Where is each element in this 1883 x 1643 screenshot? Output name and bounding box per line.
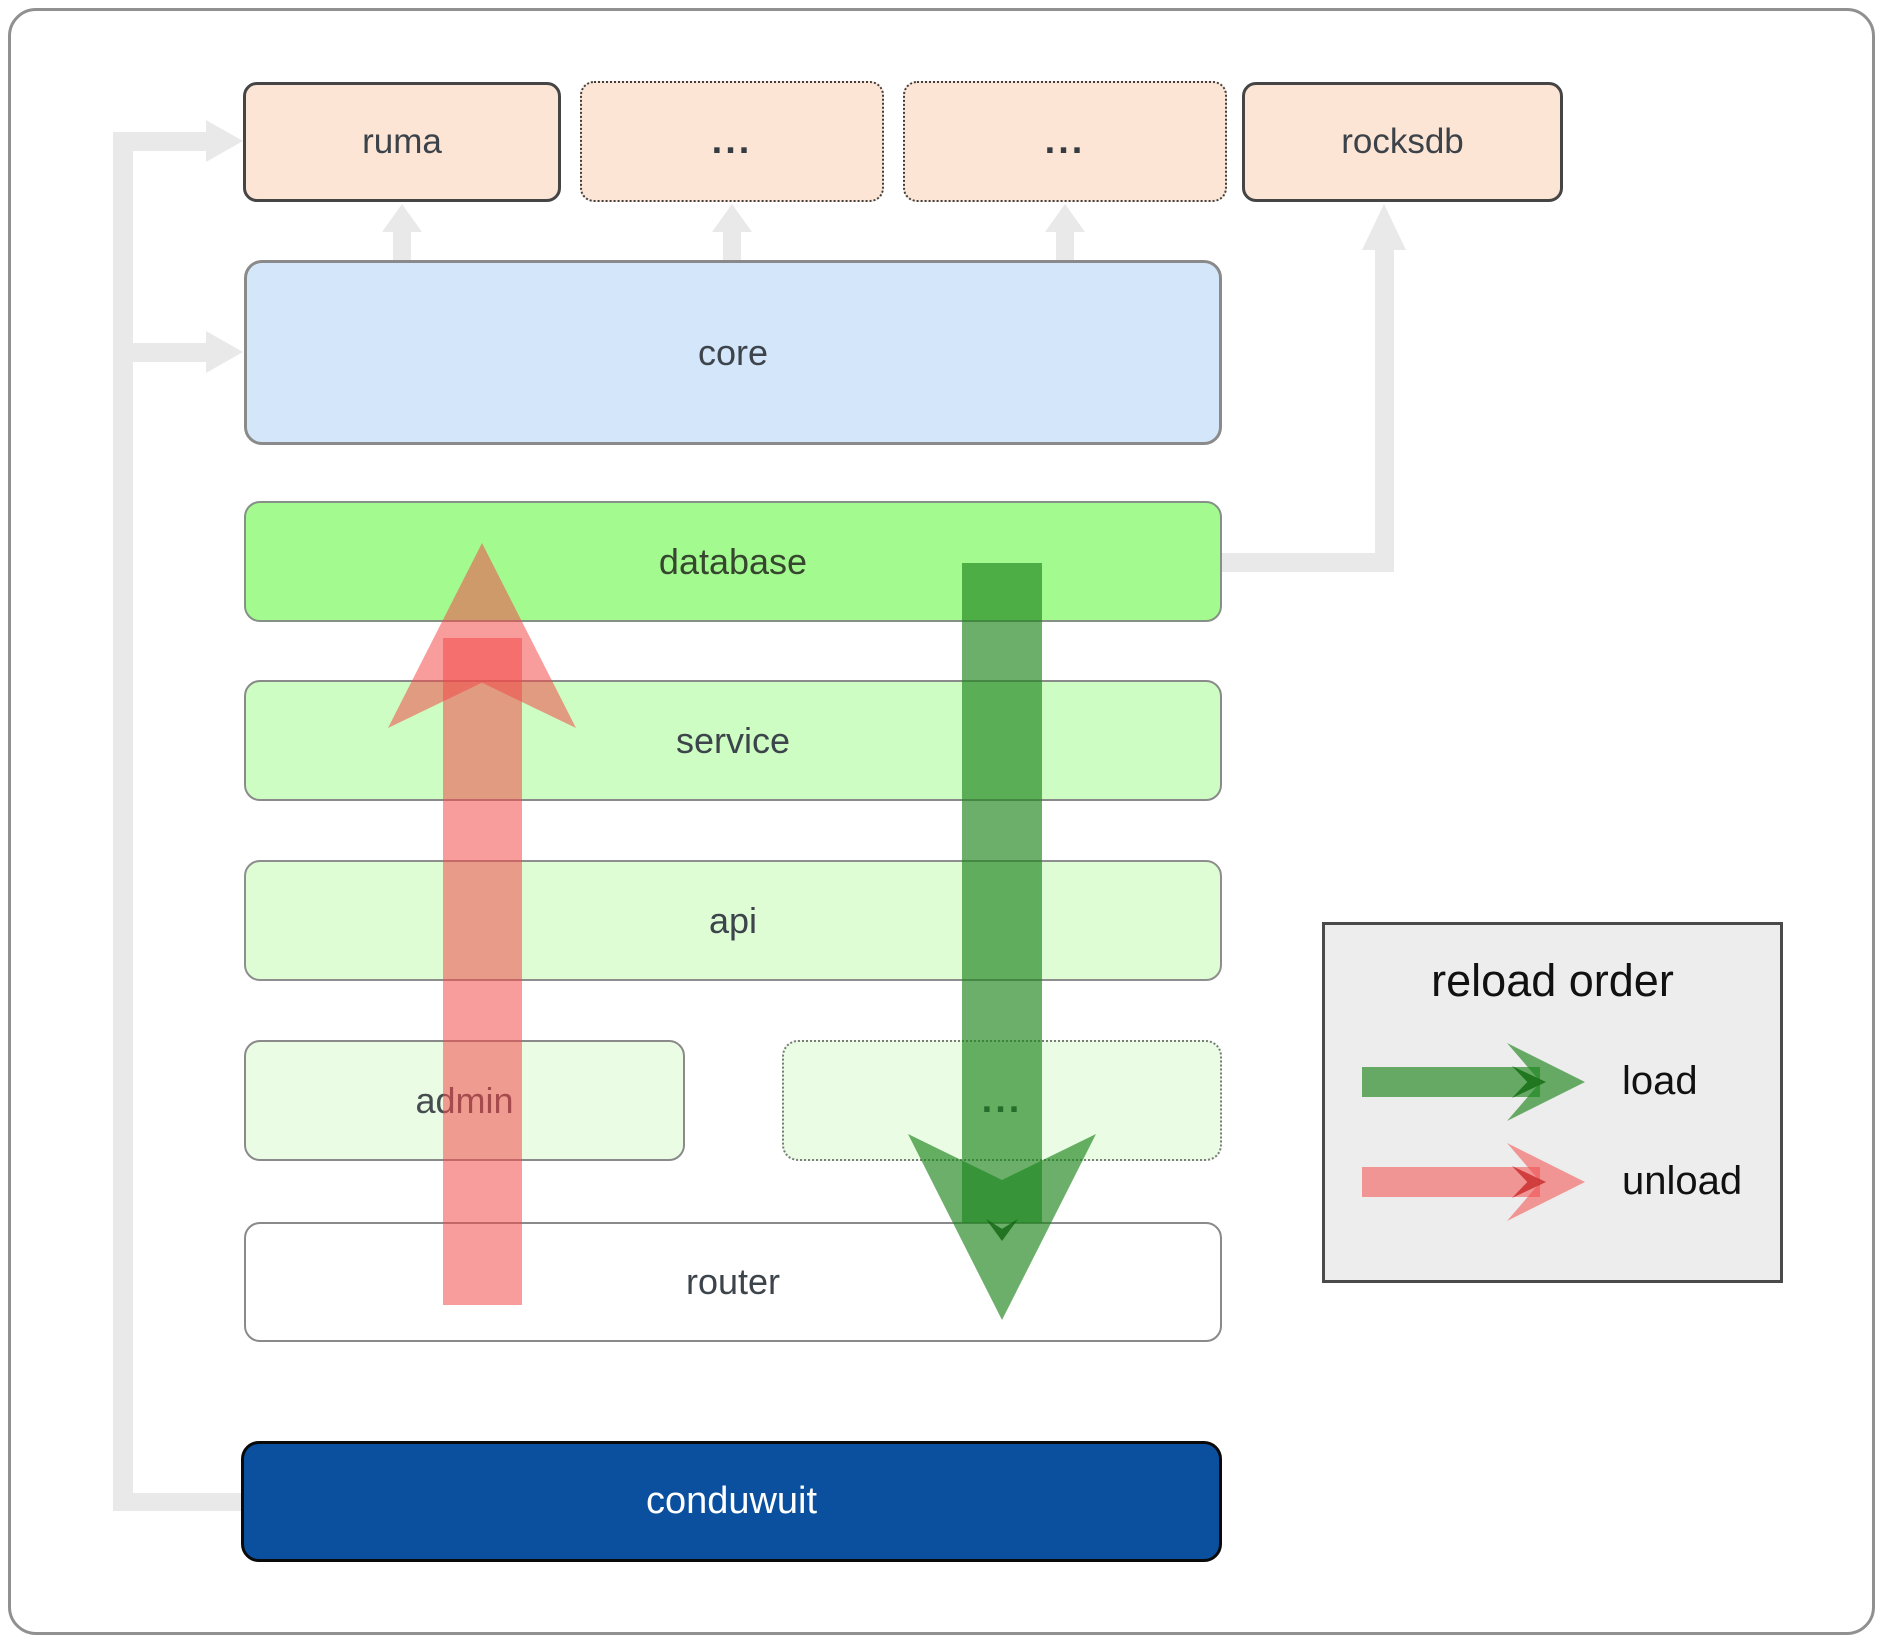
database-to-rocksdb-line-v bbox=[1375, 248, 1394, 572]
branch-to-core-line bbox=[113, 343, 209, 362]
legend-unload-arrow-shaft bbox=[1362, 1167, 1540, 1197]
conduwuit-stub-line bbox=[113, 1493, 241, 1511]
legend-load-label: load bbox=[1622, 1059, 1698, 1103]
node-service-label: service bbox=[675, 719, 791, 761]
core-to-ellipsis1-arrowhead-icon bbox=[712, 204, 752, 232]
arrowhead-into-core-icon bbox=[206, 331, 243, 373]
node-rocksdb: rocksdb bbox=[1242, 82, 1563, 202]
node-router-label: router bbox=[685, 1261, 781, 1302]
node-ruma: ruma bbox=[243, 82, 561, 202]
legend-title: reload order bbox=[1431, 955, 1674, 1006]
core-to-ellipsis1-stem bbox=[723, 232, 741, 260]
node-service: service bbox=[244, 680, 1222, 801]
node-api-label: api bbox=[708, 899, 758, 941]
branch-to-ruma-line bbox=[113, 132, 209, 151]
node-ellipsis-2-label: ... bbox=[1044, 120, 1086, 162]
database-to-rocksdb-line-h bbox=[1222, 553, 1385, 572]
arrowhead-into-ruma-icon bbox=[206, 120, 243, 162]
legend-box: reload order bbox=[1322, 922, 1783, 1283]
node-ellipsis-2: ... bbox=[903, 81, 1227, 202]
core-to-ellipsis2-arrowhead-icon bbox=[1045, 204, 1085, 232]
node-api: api bbox=[244, 860, 1222, 981]
node-ruma-label: ruma bbox=[362, 122, 442, 161]
node-rocksdb-label: rocksdb bbox=[1341, 122, 1464, 161]
legend-unload-label: unload bbox=[1622, 1159, 1743, 1203]
core-to-ruma-arrowhead-icon bbox=[382, 204, 422, 232]
node-conduwuit-label: conduwuit bbox=[645, 1480, 818, 1522]
core-to-ruma-stem bbox=[393, 232, 411, 260]
node-core: core bbox=[244, 260, 1222, 445]
node-database: database bbox=[244, 501, 1222, 622]
node-ellipsis-1-label: ... bbox=[711, 120, 753, 162]
node-conduwuit: conduwuit bbox=[241, 1441, 1222, 1562]
core-to-ellipsis2-stem bbox=[1056, 232, 1074, 260]
left-trunk-line bbox=[113, 132, 133, 1511]
node-ellipsis-1: ... bbox=[580, 81, 884, 202]
legend-load-arrow-shaft bbox=[1362, 1067, 1540, 1097]
unload-arrow-shaft bbox=[443, 638, 522, 1305]
diagram-frame bbox=[8, 8, 1875, 1635]
arrowhead-into-rocksdb-icon bbox=[1362, 204, 1406, 250]
node-core-label: core bbox=[697, 331, 769, 373]
node-router: router bbox=[244, 1222, 1222, 1342]
load-arrow-shaft bbox=[962, 563, 1042, 1223]
node-database-label: database bbox=[658, 540, 808, 582]
